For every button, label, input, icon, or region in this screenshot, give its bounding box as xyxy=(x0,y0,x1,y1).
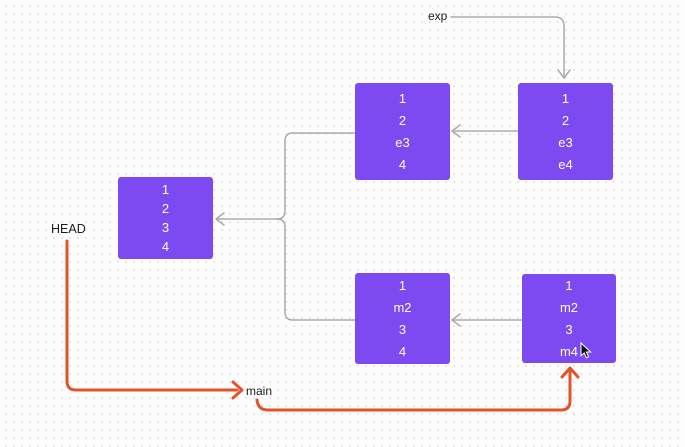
commit-line: 2 xyxy=(398,112,407,128)
commit-line: 2 xyxy=(561,112,570,128)
commit-node-main-head[interactable]: 1 m2 3 m4 xyxy=(522,274,616,363)
commit-line: 2 xyxy=(161,201,170,216)
commit-line: e3 xyxy=(395,134,410,150)
branch-label-main[interactable]: main xyxy=(246,384,273,398)
commit-line: e4 xyxy=(558,156,573,172)
connector-line[interactable] xyxy=(255,370,572,412)
connector-line[interactable] xyxy=(65,239,239,392)
commit-line: 1 xyxy=(398,277,407,293)
commit-line: 4 xyxy=(398,156,407,172)
connector-line[interactable] xyxy=(276,218,356,321)
arrowhead-up-icon xyxy=(560,366,580,379)
commit-line: m2 xyxy=(393,299,412,315)
connector-line[interactable] xyxy=(450,16,565,78)
arrowhead-down-icon xyxy=(557,69,571,79)
commit-node-exp-head[interactable]: 1 2 e3 e4 xyxy=(518,83,613,180)
arrowhead-left-icon xyxy=(215,212,225,226)
connector-line[interactable] xyxy=(217,132,356,220)
arrowhead-left-icon xyxy=(451,313,461,327)
arrowhead-left-icon xyxy=(451,124,461,138)
commit-line: 3 xyxy=(161,220,170,235)
commit-line: 3 xyxy=(398,321,407,337)
commit-line: m2 xyxy=(559,299,579,315)
commit-line: 1 xyxy=(565,277,573,293)
commit-line: 4 xyxy=(161,239,170,254)
arrow-main-to-main-head[interactable] xyxy=(255,366,580,412)
commit-line: e3 xyxy=(558,134,573,150)
commit-node-main-parent[interactable]: 1 m2 3 4 xyxy=(355,273,450,364)
connector-exp-to-exp-head[interactable] xyxy=(450,16,571,79)
commit-line: 1 xyxy=(398,90,407,106)
commit-line: 1 xyxy=(561,90,570,106)
commit-node-exp-parent[interactable]: 1 2 e3 4 xyxy=(355,83,450,180)
branch-label-exp[interactable]: exp xyxy=(428,9,448,23)
connector-branches-to-base[interactable] xyxy=(215,132,356,321)
commit-line: 4 xyxy=(398,343,407,359)
commit-line: 1 xyxy=(161,182,170,197)
commit-line: 3 xyxy=(565,321,573,337)
arrowhead-right-icon xyxy=(231,380,244,400)
arrow-head-to-main[interactable] xyxy=(65,239,244,400)
head-pointer-label[interactable]: HEAD xyxy=(51,222,86,236)
connector-exp-head-to-exp-parent[interactable] xyxy=(451,124,519,138)
connector-main-head-to-main-parent[interactable] xyxy=(451,313,523,327)
commit-line: m4 xyxy=(559,343,579,359)
commit-node-base[interactable]: 1 2 3 4 xyxy=(118,177,213,259)
